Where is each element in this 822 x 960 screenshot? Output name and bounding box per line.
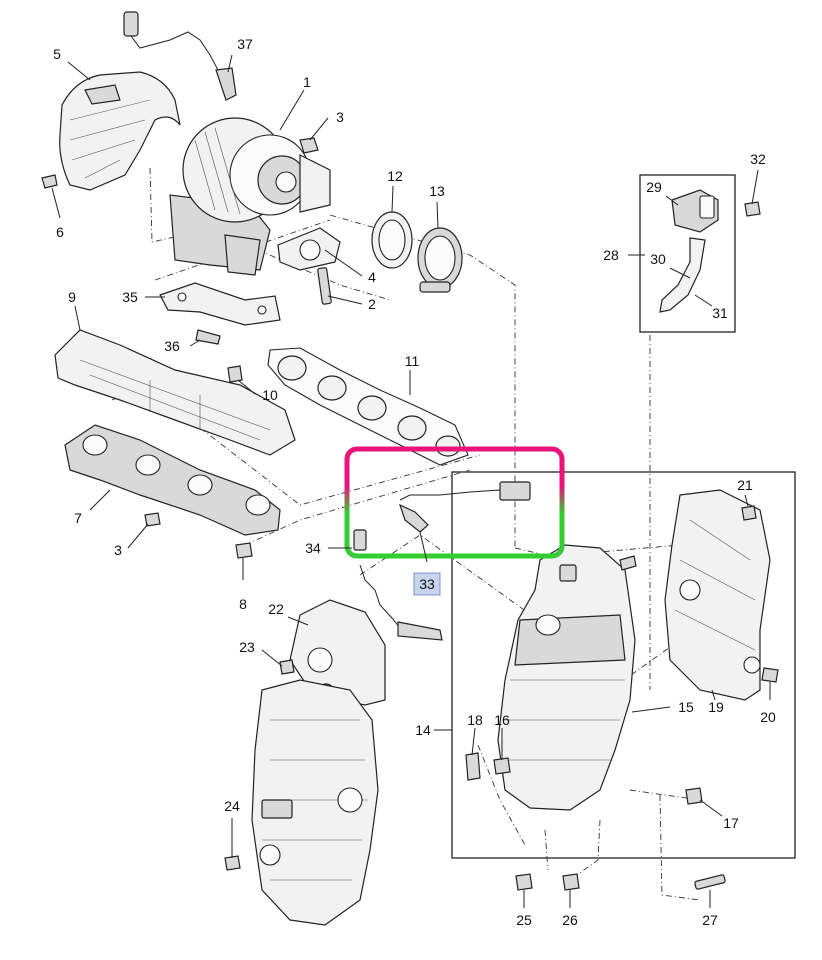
stud-27 [694,874,726,890]
turbo-gasket [277,227,341,271]
bolt-25 [515,873,533,891]
bolt-8 [235,542,253,580]
turbo-bracket [159,282,281,326]
callout-1[interactable]: 1 [303,74,311,90]
bolt-21 [741,505,757,521]
callout-34[interactable]: 34 [305,540,321,556]
callout-4[interactable]: 4 [368,269,376,285]
assembly-dashed-lines [111,167,701,901]
callout-30[interactable]: 30 [650,251,666,267]
callout-15[interactable]: 15 [678,699,694,715]
callout-5[interactable]: 5 [53,46,61,62]
callout-3-top[interactable]: 3 [336,109,344,125]
sealing-ring [371,211,413,269]
nut-16 [493,757,511,775]
callout-12[interactable]: 12 [387,168,403,184]
callout-11[interactable]: 11 [405,353,420,369]
bolt-10 [227,365,243,383]
turbo-heat-shield [59,71,181,191]
manifold-heat-shield [54,329,296,456]
nut-26 [562,873,580,891]
nut-23 [279,659,295,675]
callout-33[interactable]: 33 [419,576,435,592]
bolt-24 [224,855,241,871]
converter-heat-shield [664,489,771,701]
callout-19[interactable]: 19 [708,699,724,715]
callout-28[interactable]: 28 [603,247,619,263]
oxygen-sensor-34 [359,564,443,641]
callout-9[interactable]: 9 [68,289,76,305]
callout-labels: 1 2 3 3 4 5 6 7 8 9 10 11 12 13 14 15 16… [53,36,776,928]
callout-26[interactable]: 26 [562,912,578,928]
callout-17[interactable]: 17 [723,815,739,831]
callout-35[interactable]: 35 [122,289,138,305]
callout-16[interactable]: 16 [494,712,510,728]
callout-24[interactable]: 24 [224,798,240,814]
valve-assembly-box [639,174,736,333]
callout-2[interactable]: 2 [368,296,376,312]
lower-heat-shield-24 [251,679,379,926]
callout-7[interactable]: 7 [74,510,82,526]
nut-3-top [299,137,319,154]
v-band-clamp [417,227,463,293]
selected-callout-box [413,572,441,596]
turbocharger [169,117,331,276]
callout-27[interactable]: 27 [702,912,718,928]
egr-valve-assembly [659,189,761,313]
callout-37[interactable]: 37 [237,36,253,52]
callout-14[interactable]: 14 [415,722,431,738]
callout-20[interactable]: 20 [760,709,776,725]
catalytic-converter-box [451,471,796,859]
bolt-36 [195,329,221,345]
nut-3-bottom [144,512,161,527]
callout-13[interactable]: 13 [429,183,445,199]
bolt-20 [761,667,779,683]
callout-3-bottom[interactable]: 3 [114,542,122,558]
callout-36[interactable]: 36 [164,338,180,354]
callout-25[interactable]: 25 [516,912,532,928]
exhaust-manifold [64,424,281,536]
oxygen-sensor-33 [353,481,531,551]
callout-23[interactable]: 23 [239,639,255,655]
bolt-6 [41,174,61,219]
stud-2 [317,267,332,305]
nut-17 [685,787,703,805]
leader-lines [67,54,771,908]
oxygen-sensor-upstream [123,11,237,101]
callout-32[interactable]: 32 [750,151,766,167]
exhaust-manifold-gasket [267,347,469,466]
selection-highlight[interactable] [344,446,565,559]
callout-18[interactable]: 18 [467,712,483,728]
callout-6[interactable]: 6 [56,224,64,240]
catalytic-converter [497,544,637,811]
callout-8[interactable]: 8 [239,596,247,612]
callout-22[interactable]: 22 [268,601,284,617]
callout-31[interactable]: 31 [712,305,728,321]
callout-10[interactable]: 10 [262,387,278,403]
bolt-18 [465,752,481,781]
callout-21[interactable]: 21 [737,477,753,493]
callout-29[interactable]: 29 [646,179,662,195]
